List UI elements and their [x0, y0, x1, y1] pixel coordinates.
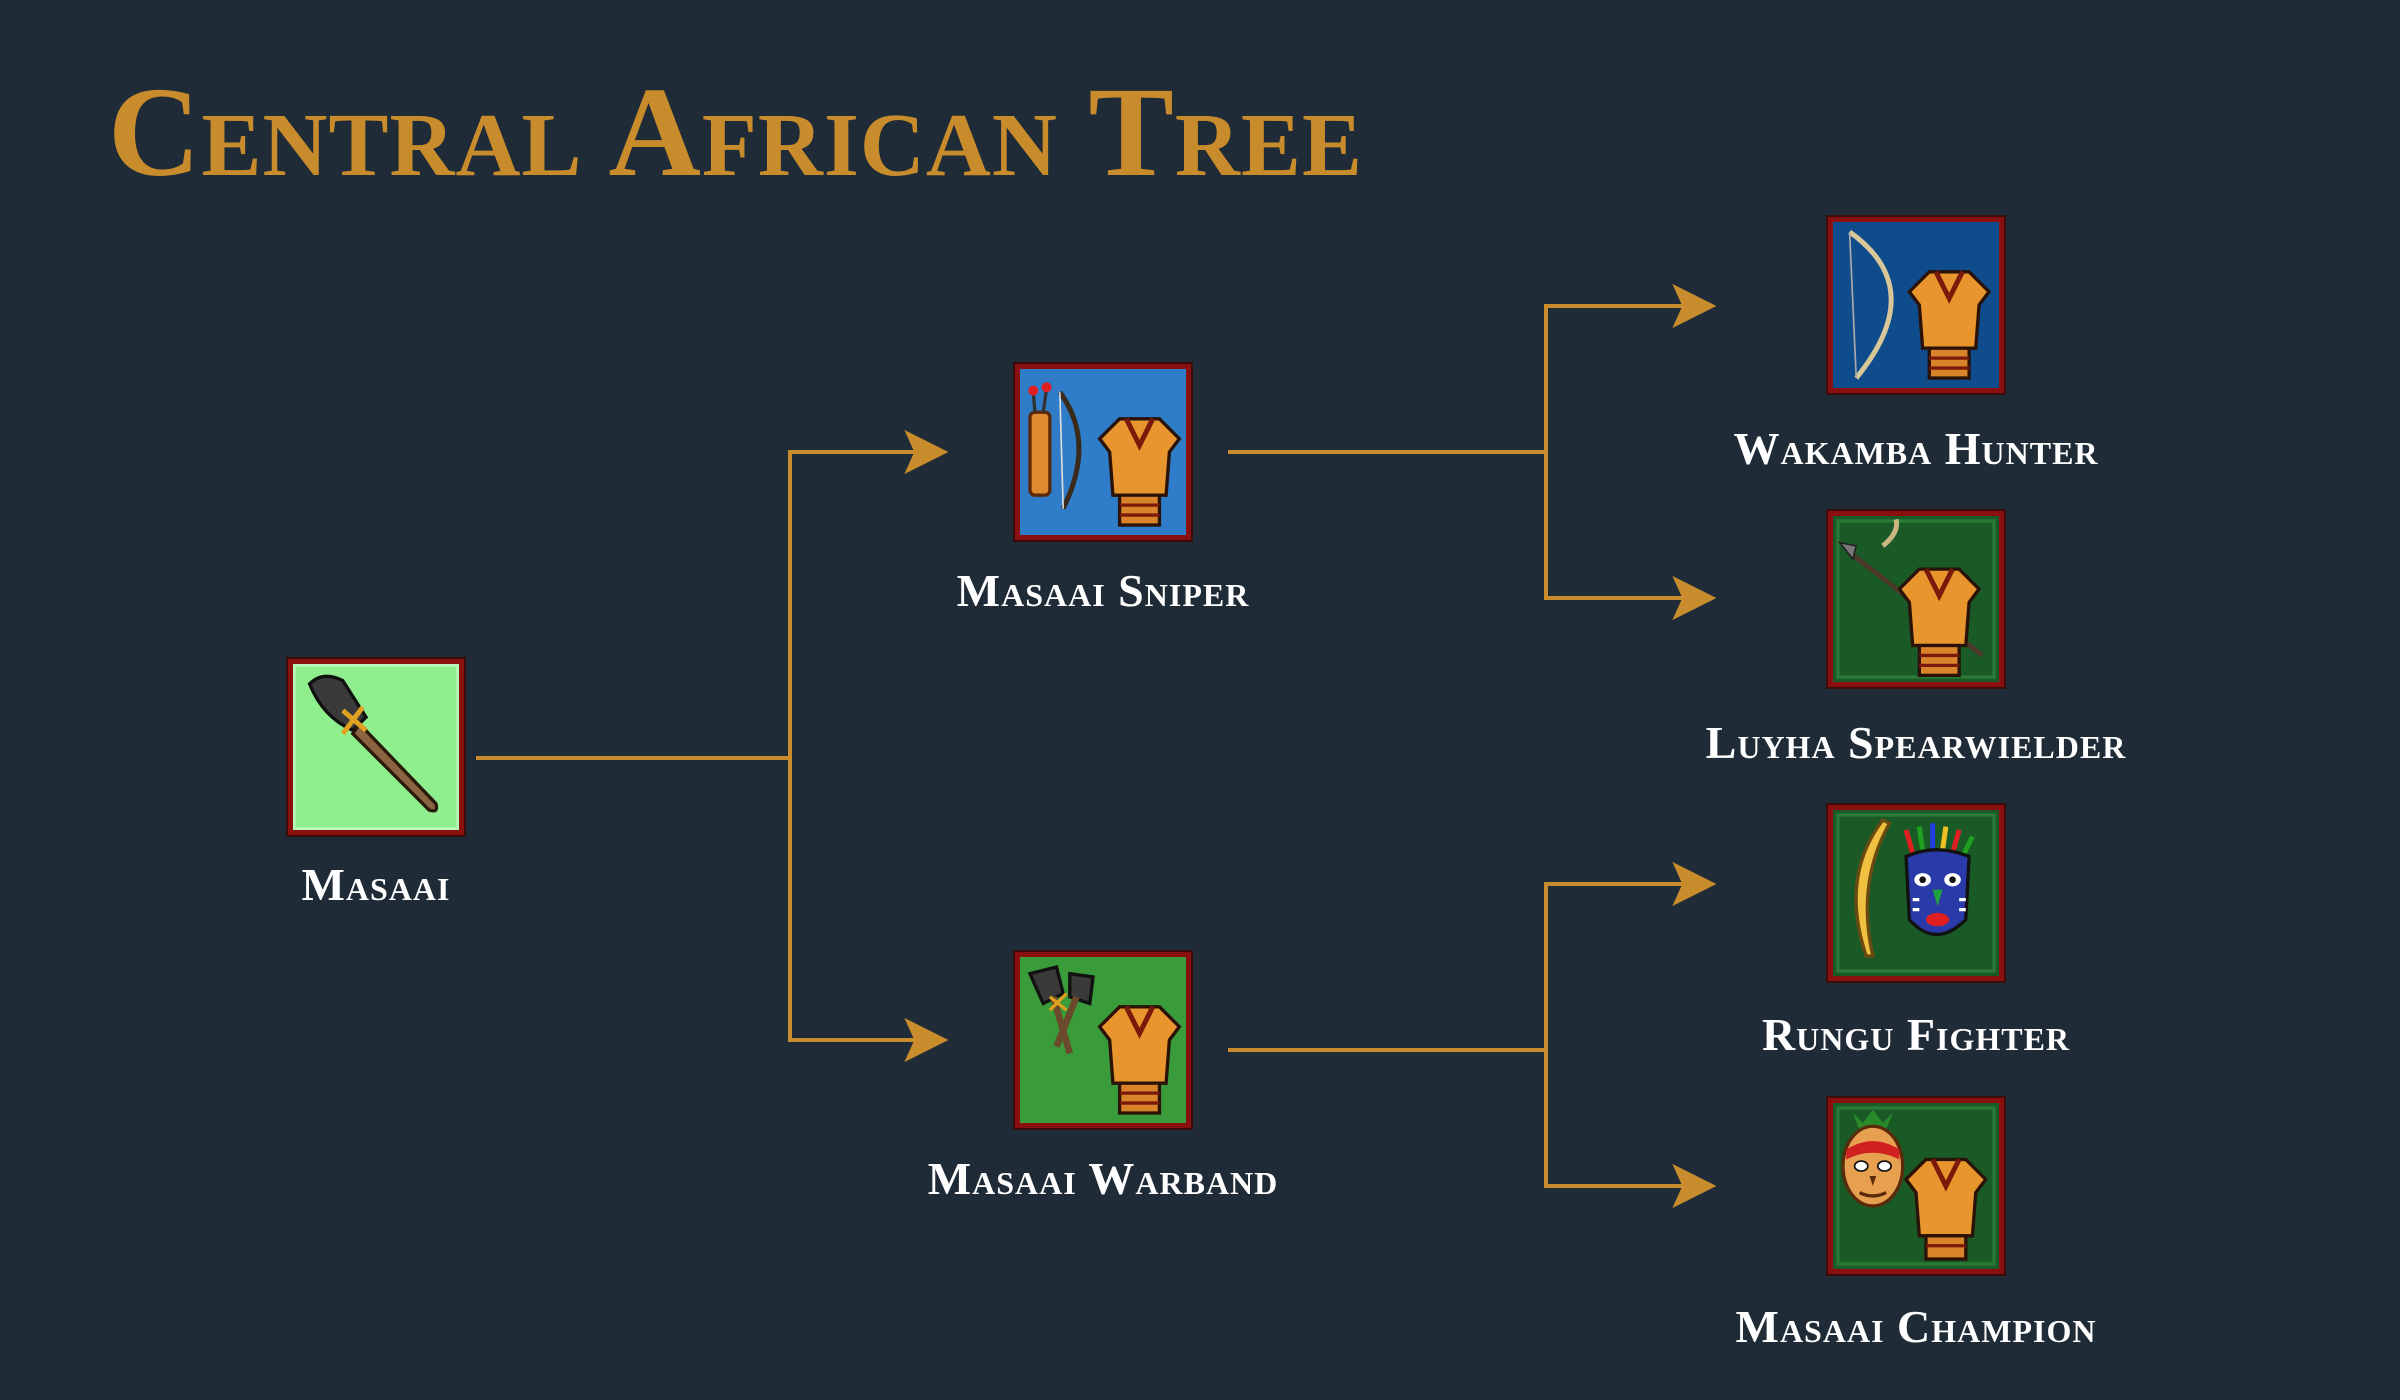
tribal-mask-sword-icon: [1833, 810, 1999, 976]
masaai-warband-node-label: Masaai Warband: [927, 1153, 1279, 1204]
wakamba-hunter-node-label: Wakamba Hunter: [1733, 423, 2099, 474]
rungu-fighter-node-label: Rungu Fighter: [1761, 1009, 2071, 1060]
edge-masaai-warband-to-rungu-fighter: [1228, 862, 1717, 1052]
masaai-champion-node-label: Masaai Champion: [1735, 1301, 2097, 1352]
masaai-node-icon[interactable]: [288, 659, 464, 835]
edge-masaai-to-masaai-warband: [788, 758, 949, 1062]
masaai-sniper-node-icon[interactable]: [1015, 364, 1191, 540]
page-title: Central African Tree: [108, 61, 1363, 203]
masaai-warband-node-icon[interactable]: [1015, 952, 1191, 1128]
spear-icon: [293, 664, 459, 830]
rungu-fighter-node-icon[interactable]: [1828, 805, 2004, 981]
edge-masaai-sniper-to-luyha-spearwielder: [1544, 452, 1717, 620]
axes-warrior-icon: [1020, 957, 1186, 1123]
edge-masaai-to-masaai-sniper: [476, 430, 949, 760]
luyha-spearwielder-node-icon[interactable]: [1828, 511, 2004, 687]
masaai-node-label: Masaai: [301, 859, 451, 910]
spear-warrior-icon: [1833, 516, 1999, 682]
luyha-spearwielder-node-label: Luyha Spearwielder: [1705, 717, 2127, 768]
edge-masaai-warband-to-masaai-champion: [1544, 1050, 1717, 1208]
masaai-champion-node-icon[interactable]: [1828, 1098, 2004, 1274]
masaai-sniper-node-label: Masaai Sniper: [956, 565, 1250, 616]
wakamba-hunter-node-icon[interactable]: [1828, 217, 2004, 393]
mask-warrior-icon: [1833, 1103, 1999, 1269]
edge-masaai-sniper-to-wakamba-hunter: [1228, 284, 1717, 454]
bow-quiver-warrior-icon: [1020, 369, 1186, 535]
longbow-warrior-icon: [1833, 222, 1999, 388]
